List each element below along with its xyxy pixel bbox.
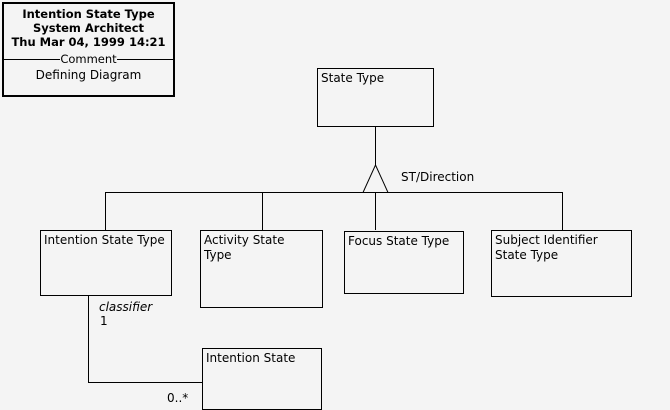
comment-divider-label: Comment	[60, 52, 117, 66]
class-name-state-type: State Type	[321, 71, 385, 85]
divider-rule-left	[4, 59, 60, 60]
generalization-stem	[375, 127, 376, 165]
association-segment-vertical	[88, 296, 89, 383]
class-box-subject-identifier-state-type[interactable]: Subject Identifier State Type	[491, 230, 632, 297]
class-box-intention-state-type[interactable]: Intention State Type	[40, 230, 172, 296]
class-box-activity-state-type[interactable]: Activity State Type	[200, 230, 323, 308]
class-name-intention-state-type: Intention State Type	[44, 233, 165, 247]
generalization-drop-intention-state-type	[105, 192, 106, 230]
class-box-intention-state[interactable]: Intention State	[202, 348, 322, 410]
association-segment-horizontal	[88, 382, 203, 383]
class-name-activity-state-type: Activity State Type	[204, 233, 285, 262]
class-name-intention-state: Intention State	[206, 351, 296, 365]
generalization-drop-subject-identifier-state-type	[562, 192, 563, 230]
class-name-focus-state-type: Focus State Type	[348, 234, 450, 248]
generalization-drop-activity-state-type	[262, 192, 263, 230]
association-source-multiplicity: 1	[100, 314, 108, 328]
comment-divider: Comment	[4, 52, 173, 66]
title-block-heading: Intention State Type System Architect Th…	[4, 4, 173, 49]
comment-text: Defining Diagram	[35, 68, 142, 82]
association-role-label: classifier	[99, 300, 153, 314]
title-block-line-1: Intention State Type	[22, 7, 155, 21]
title-block-line-2: System Architect	[32, 21, 145, 35]
association-target-multiplicity: 0..*	[167, 391, 189, 405]
divider-rule-right	[117, 59, 173, 60]
generalization-drop-focus	[375, 192, 376, 230]
diagram-title-block: Intention State Type System Architect Th…	[2, 2, 175, 97]
generalization-label: ST/Direction	[401, 170, 475, 184]
generalization-triangle-icon	[362, 164, 389, 193]
generalization-bus	[105, 192, 563, 193]
class-name-subject-identifier-state-type: Subject Identifier State Type	[495, 233, 598, 262]
title-block-line-3: Thu Mar 04, 1999 14:21	[11, 35, 166, 49]
class-box-state-type[interactable]: State Type	[317, 68, 434, 127]
class-box-focus-state-type[interactable]: Focus State Type	[344, 231, 464, 294]
